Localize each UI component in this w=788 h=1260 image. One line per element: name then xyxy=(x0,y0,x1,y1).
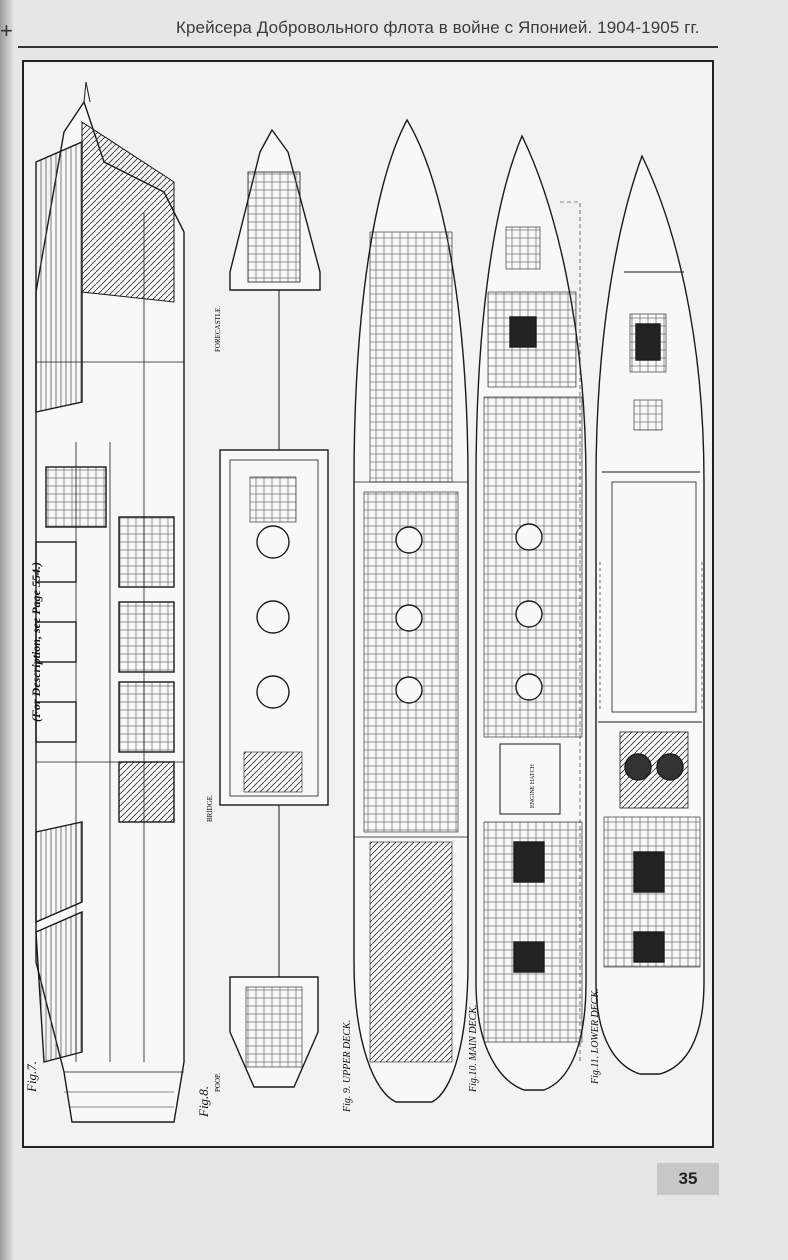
fig10-main-deck xyxy=(475,134,587,1091)
fig9-label: Fig. 9. UPPER DECK. xyxy=(342,1020,353,1113)
fig8-decks xyxy=(219,128,329,1088)
fig7-profile xyxy=(35,81,185,1123)
fig8-forecastle-label: FORECASTLE. xyxy=(214,306,222,352)
description-note: (For Description, see Page 554.) xyxy=(29,562,43,722)
fig8-bridge-label: BRIDGE. xyxy=(206,794,214,822)
fig10-engine-hatch-label: ENGINE HATCH xyxy=(530,764,536,808)
running-header: Крейсера Добровольного флота в войне с Я… xyxy=(176,18,700,37)
fig8-label: Fig.8. xyxy=(196,1086,211,1118)
fig7-label: Fig.7. xyxy=(24,1061,39,1093)
page-gutter-shadow xyxy=(0,0,14,1260)
ship-plans-plate: Fig.7. (For Description, see Page 554.) … xyxy=(22,60,714,1148)
ship-plans-drawing: Fig.7. (For Description, see Page 554.) … xyxy=(24,81,705,1123)
fig9-upper-deck xyxy=(353,118,469,1103)
fig11-label: Fig.11. LOWER DECK. xyxy=(590,988,601,1085)
corner-mark: + xyxy=(0,18,13,43)
fig8-poop-label: POOP. xyxy=(214,1073,222,1092)
page-number: 35 xyxy=(657,1163,719,1195)
fig10-label: Fig.10. MAIN DECK. xyxy=(468,1005,479,1094)
header-rule xyxy=(18,46,718,48)
fig11-lower-deck xyxy=(595,154,705,1075)
